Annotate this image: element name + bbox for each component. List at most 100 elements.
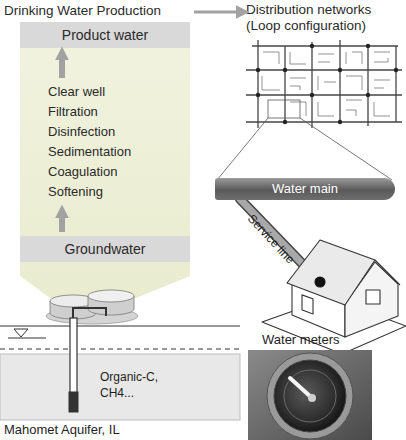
product-band: Product water [20, 22, 190, 48]
treatment-steps: Clear wellFiltrationDisinfectionSediment… [48, 82, 178, 206]
network-map [318, 102, 334, 116]
network-map [346, 76, 362, 90]
zoom-leader [217, 100, 392, 180]
network-map [374, 102, 390, 116]
photo-caption: Water meters [262, 332, 382, 348]
network-map [246, 40, 402, 128]
step-text: Disinfection [48, 122, 178, 142]
aquifer-section [0, 326, 240, 420]
step-text: Sedimentation [48, 142, 178, 162]
step-text: Filtration [48, 102, 178, 122]
network-map [256, 44, 398, 124]
water-meter-photo [248, 350, 372, 440]
zoom-leader [217, 118, 268, 180]
pipe-label: Service line [234, 201, 307, 278]
network-map [366, 93, 370, 97]
process-panel: Drinking Water ProductionProduct waterCl… [4, 2, 194, 300]
network-map [256, 68, 260, 72]
water-meter-photo [284, 370, 336, 422]
groundwater-well [70, 318, 77, 394]
site-label: Mahomet Aquifer, IL [4, 422, 204, 438]
network-map [346, 110, 356, 116]
house [366, 290, 380, 304]
network-map [290, 78, 306, 79]
network-map [395, 46, 396, 122]
network-box: Distribution networks (Loop configuratio… [246, 2, 404, 132]
heading-text: Distribution networks (Loop configuratio… [246, 2, 391, 34]
network-map [310, 93, 314, 97]
network-map [339, 40, 340, 122]
flow-arrow [59, 52, 65, 78]
treatment-plant-tanks [88, 290, 134, 302]
water-meter-photo [274, 360, 346, 432]
network-map [374, 52, 390, 53]
water-meter-photo [267, 353, 353, 439]
aquifer-section [8, 338, 46, 339]
network-map [257, 40, 258, 128]
aquifer-note: Organic-C, CH4... [100, 369, 172, 401]
network-map [311, 42, 312, 128]
network-map [374, 80, 390, 81]
network-map [284, 46, 285, 122]
groundwater-well [73, 308, 106, 318]
network-map [310, 44, 314, 48]
network-map [318, 54, 334, 55]
aquifer-section [0, 349, 240, 350]
network-map [318, 62, 330, 63]
band-text: Product water [20, 22, 190, 48]
aquifer-section [14, 329, 28, 337]
source-band: Groundwater [20, 236, 190, 262]
network-map [374, 88, 384, 89]
network-map [252, 45, 398, 46]
step-text: Softening [48, 182, 178, 202]
network-map [246, 40, 402, 128]
network-map [367, 46, 368, 126]
network-map [318, 76, 319, 90]
house [302, 295, 313, 314]
network-map [352, 52, 362, 64]
network-map [246, 94, 402, 95]
network-map [246, 69, 402, 70]
step-text: Clear well [48, 82, 178, 102]
water-main-pipe: Water main [215, 178, 395, 200]
zoom-leader [268, 100, 300, 118]
network-map [262, 52, 390, 116]
network-map [366, 44, 370, 48]
band-text: Water main [215, 178, 395, 200]
network-map [290, 86, 300, 90]
aquifer-section [0, 325, 240, 326]
band-text: Groundwater [20, 236, 190, 262]
heading-text: Drinking Water Production [4, 2, 194, 20]
network-map [346, 100, 362, 101]
house [315, 277, 325, 287]
network-map [263, 52, 279, 64]
flow-arrow [194, 11, 244, 14]
water-meter-photo [248, 350, 372, 440]
network-map [338, 120, 342, 124]
treatment-plant-tanks [46, 290, 138, 324]
zoom-leader [300, 118, 392, 180]
house [287, 240, 375, 305]
step-text: Coagulation [48, 162, 178, 182]
network-map [290, 102, 306, 116]
groundwater-well [69, 392, 78, 412]
network-map [374, 58, 388, 62]
water-meter-photo [290, 378, 312, 398]
network-map [262, 76, 280, 90]
network-map [290, 52, 306, 64]
network-map [346, 52, 347, 64]
aquifer-section [0, 354, 240, 420]
network-map [246, 121, 402, 122]
network-map [324, 82, 336, 83]
network-map [256, 93, 260, 97]
treatment-panel [20, 22, 190, 298]
house [375, 260, 400, 285]
water-meter-photo [308, 394, 316, 402]
network-map [338, 68, 342, 72]
flow-arrow [59, 210, 65, 232]
